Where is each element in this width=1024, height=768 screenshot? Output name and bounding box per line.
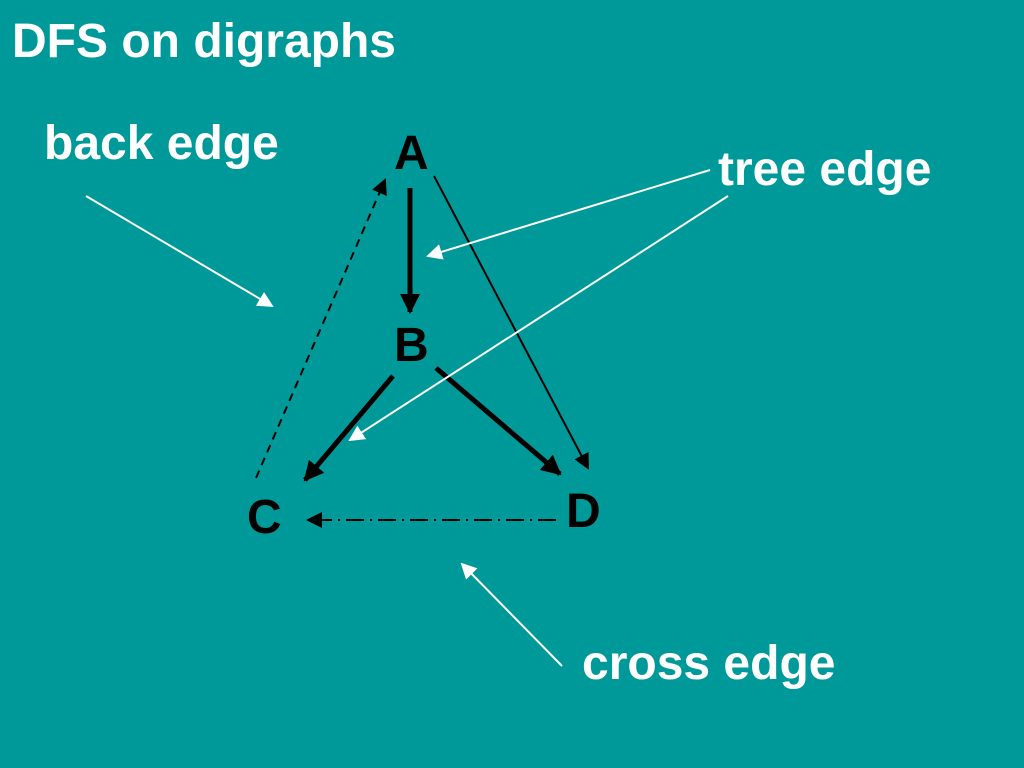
tree-edge-label: tree edge [718, 143, 932, 196]
edge-b-c [303, 374, 395, 482]
pointer-cross-edge [460, 562, 563, 667]
back-edge-label: back edge [44, 117, 279, 170]
slide-title: DFS on digraphs [12, 15, 396, 68]
edge-c-a-back [255, 178, 387, 479]
node-a: A [394, 127, 429, 180]
pointer-tree-edge-bc [348, 195, 729, 442]
node-d: D [566, 485, 601, 538]
edge-b-d [434, 366, 562, 476]
edge-a-d [433, 175, 589, 470]
pointer-tree-edge-ab [426, 169, 711, 260]
pointer-back-edge [85, 195, 274, 308]
cross-edge-label: cross edge [582, 637, 836, 690]
node-b: B [394, 319, 429, 372]
node-c: C [247, 491, 282, 544]
